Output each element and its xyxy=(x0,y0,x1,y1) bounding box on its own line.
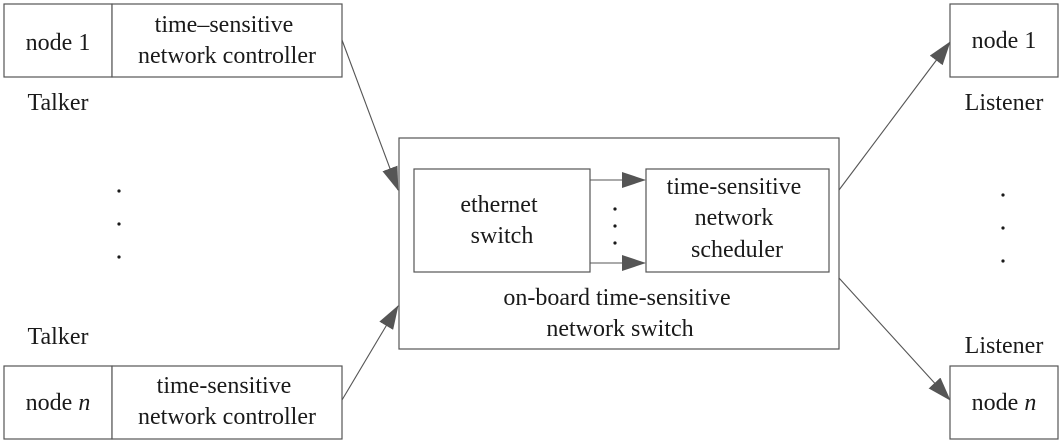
onboard-switch-group: ethernet switch time-sensitive network s… xyxy=(398,137,840,350)
listener-ellipsis xyxy=(1001,193,1005,263)
scheduler-label: time-sensitive network scheduler xyxy=(667,174,808,263)
talker-n-role-label: Talker xyxy=(28,324,89,350)
talker-1-controller-box xyxy=(111,3,343,78)
talker-1-controller-label: time–sensitive network controller xyxy=(138,12,316,69)
talker-n-controller-label: time-sensitive network controller xyxy=(138,373,316,430)
ethernet-switch-label: ethernet switch xyxy=(460,192,543,249)
listener-1-role-label: Listener xyxy=(965,90,1044,116)
talker-1-role-label: Talker xyxy=(28,90,89,116)
talker-1-node-label: node 1 xyxy=(26,30,91,56)
listener-n-node-box xyxy=(949,365,1059,440)
listener-n-role-label: Listener xyxy=(965,333,1044,359)
listener-1-node-box xyxy=(949,3,1059,78)
internal-ellipsis xyxy=(613,207,617,245)
onboard-switch-title: on-board time-sensitive network switch xyxy=(503,285,736,342)
talker-ellipsis xyxy=(117,189,121,259)
talker-n-controller-box xyxy=(111,365,343,440)
talker-1-node-box xyxy=(3,3,113,78)
arrow-talker-1-to-switch xyxy=(341,39,399,191)
scheduler-box xyxy=(645,168,830,273)
listener-1-node-label: node 1 xyxy=(972,28,1037,54)
talker-n-group: Talker node n time-sensitive network con… xyxy=(3,324,343,440)
talker-1-group: node 1 time–sensitive network controller… xyxy=(3,3,343,116)
listener-n-group: Listener node n xyxy=(949,333,1059,440)
listener-n-node-label: node n xyxy=(972,390,1037,416)
talker-n-node-label: node n xyxy=(26,390,91,416)
arrow-switch-to-listener-1 xyxy=(838,41,951,191)
arrow-switch-to-listener-n xyxy=(838,277,951,401)
ethernet-switch-box xyxy=(413,168,591,273)
arrow-talker-n-to-switch xyxy=(341,305,399,401)
listener-1-group: node 1 Listener xyxy=(949,3,1059,116)
